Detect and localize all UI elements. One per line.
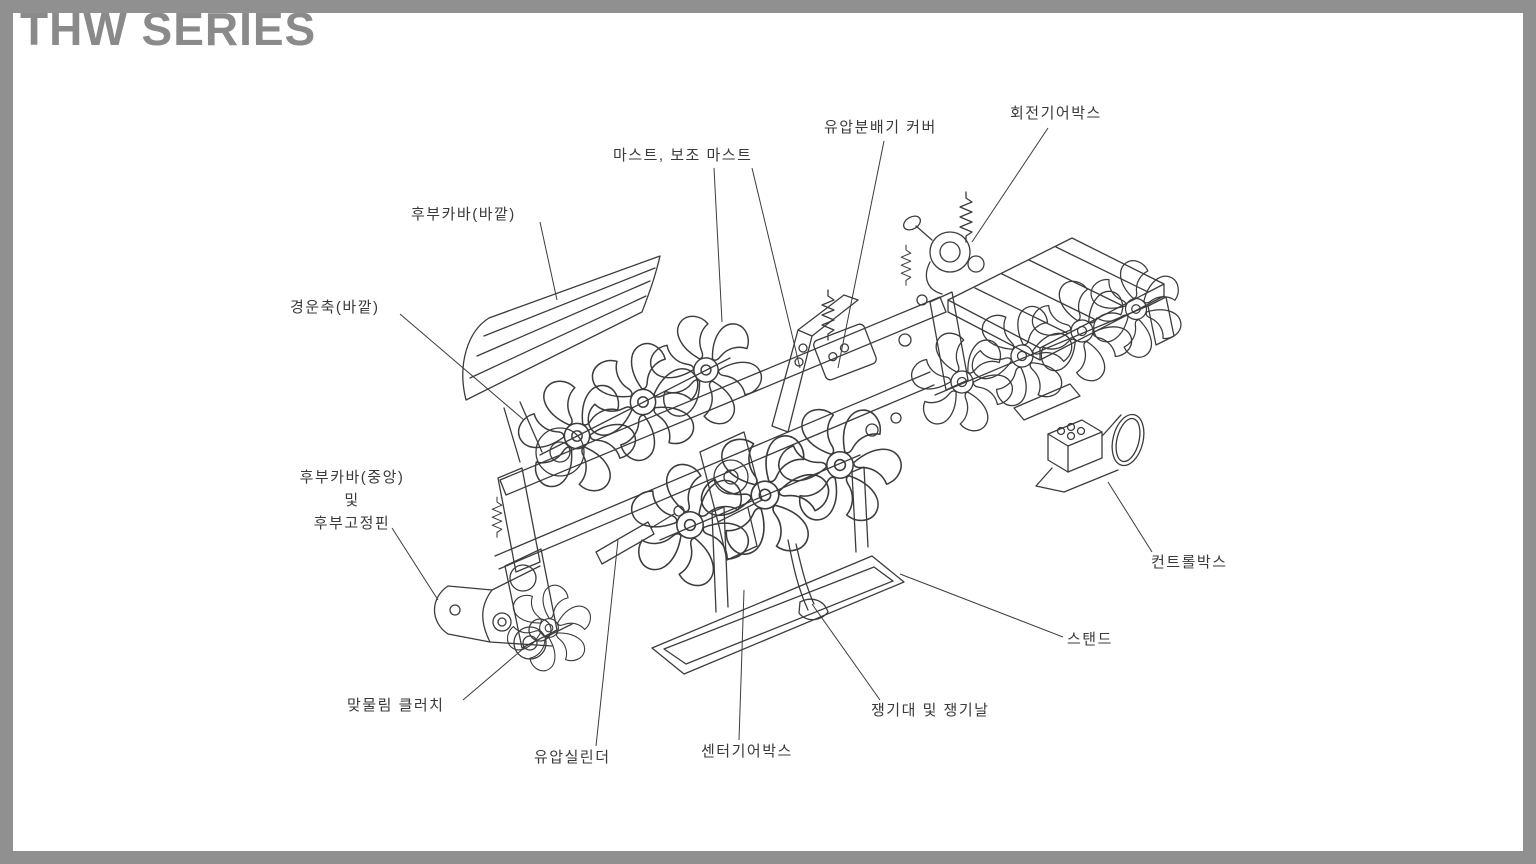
label-center-gearbox: 센터기어박스 bbox=[701, 743, 793, 760]
engagement-clutch-part bbox=[504, 548, 573, 660]
label-tilling-shaft-outer: 경운축(바깥) bbox=[290, 299, 380, 316]
label-hydraulic-cylinder: 유압실린더 bbox=[534, 749, 611, 766]
label-hydraulic-distributor-cover: 유압분배기 커버 bbox=[824, 119, 937, 136]
label-rear-cover-center-pin: 후부카바(중앙) 및 후부고정핀 bbox=[299, 469, 405, 532]
right-deck-cover bbox=[947, 237, 1175, 421]
fasteners bbox=[535, 294, 928, 477]
plow-part bbox=[787, 539, 829, 621]
page-title: THW SERIES bbox=[20, 3, 317, 55]
control-box-part bbox=[1035, 413, 1145, 493]
rear-cover-outer-part bbox=[462, 255, 661, 463]
rotary-gearbox-part bbox=[902, 215, 985, 295]
label-rotary-gearbox: 회전기어박스 bbox=[1010, 105, 1102, 122]
label-plow-bar-blade: 쟁기대 및 쟁기날 bbox=[871, 702, 990, 719]
mast-part bbox=[771, 294, 859, 433]
hydraulic-cylinder-part bbox=[595, 505, 685, 565]
center-gearbox-part bbox=[699, 431, 763, 561]
leader-lines bbox=[391, 127, 1153, 747]
main-frame-beams bbox=[494, 291, 969, 573]
machine-drawing bbox=[434, 191, 1205, 690]
label-control-box: 컨트롤박스 bbox=[1151, 554, 1228, 571]
label-rear-cover-outer: 후부카바(바깥) bbox=[411, 206, 516, 223]
label-mast-aux-mast: 마스트, 보조 마스트 bbox=[613, 147, 753, 164]
rear-hitch-part bbox=[434, 565, 553, 647]
label-stand: 스탠드 bbox=[1067, 631, 1113, 648]
tiller-blades bbox=[487, 240, 1205, 690]
label-engagement-clutch: 맞물림 클러치 bbox=[347, 697, 445, 714]
